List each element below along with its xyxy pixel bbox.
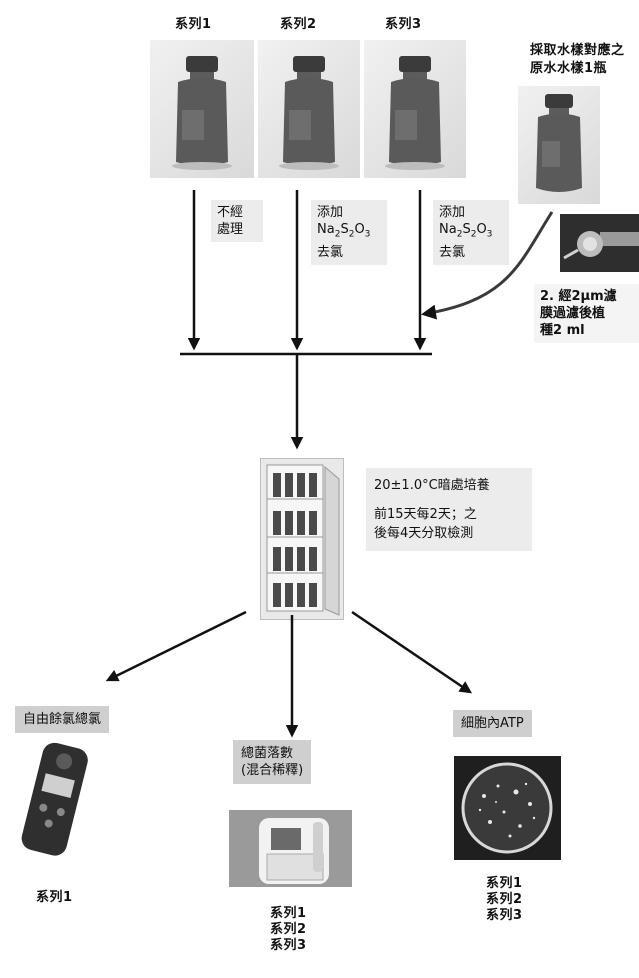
bacteria-series: 系列1 系列2 系列3 [270,906,307,953]
incubator-photo [260,458,344,620]
incubation-info: 20±1.0°C暗處培養 前15天每2天；之 後每4天分取檢測 [366,468,532,551]
treatment-add-label: 添加 [439,205,466,220]
treatment-none-label: 不經 處理 [211,200,263,242]
filter-transfer-curve [421,211,554,320]
chlorine-meter-photo [14,738,94,860]
glass-bottle-icon [536,94,582,192]
petri-dish-photo [454,756,561,860]
bacteria-title: 總菌落數 (混合稀釋) [233,740,312,784]
source-sample-label: 採取水樣對應之 原水水樣1瓶 [530,43,625,76]
incubation-schedule: 前15天每2天；之 後每4天分取檢測 [374,507,477,541]
syringe-filter-photo [560,214,639,272]
series-1-label: 系列1 [175,17,212,32]
incubator-icon [266,464,340,616]
colony-counter-icon [259,818,329,884]
petri-dish-icon [461,762,553,854]
treatment-add-label: 添加 [317,205,344,220]
series-2-photo [258,40,360,178]
series-3-label: 系列3 [385,17,422,32]
treatment-dechlor-label: 去氯 [439,244,466,260]
series-3-photo [364,40,466,178]
chlorine-title: 自由餘氯總氯 [15,706,110,733]
colony-counter-photo [229,810,352,887]
syringe-filter-icon [563,231,639,260]
filter-note: 2. 經2μm濾 膜過濾後植 種2 ml [534,284,639,343]
source-bottle-photo [518,86,600,204]
output-arrow-chlorine [105,610,247,682]
series-1-photo [150,40,254,178]
output-arrow-atp [351,610,473,694]
atp-series: 系列1 系列2 系列3 [486,876,523,923]
incubation-condition: 20±1.0°C暗處培養 [374,478,490,493]
sodium-thiosulfate-formula: Na2S2O3 [317,222,371,240]
glass-bottle-icon [172,56,232,170]
treatment-dechlor-label: 去氯 [317,244,344,260]
sodium-thiosulfate-formula: Na2S2O3 [439,222,493,240]
treatment-series-2-label: 添加 Na2S2O3 去氯 [311,200,387,265]
chlorine-meter-icon [21,742,88,856]
series-2-label: 系列2 [280,17,317,32]
treatment-series-3-label: 添加 Na2S2O3 去氯 [433,200,509,265]
glass-bottle-icon [279,56,339,170]
glass-bottle-icon [385,56,445,170]
chlorine-series: 系列1 [36,890,73,905]
atp-title: 細胞內ATP [453,710,532,737]
